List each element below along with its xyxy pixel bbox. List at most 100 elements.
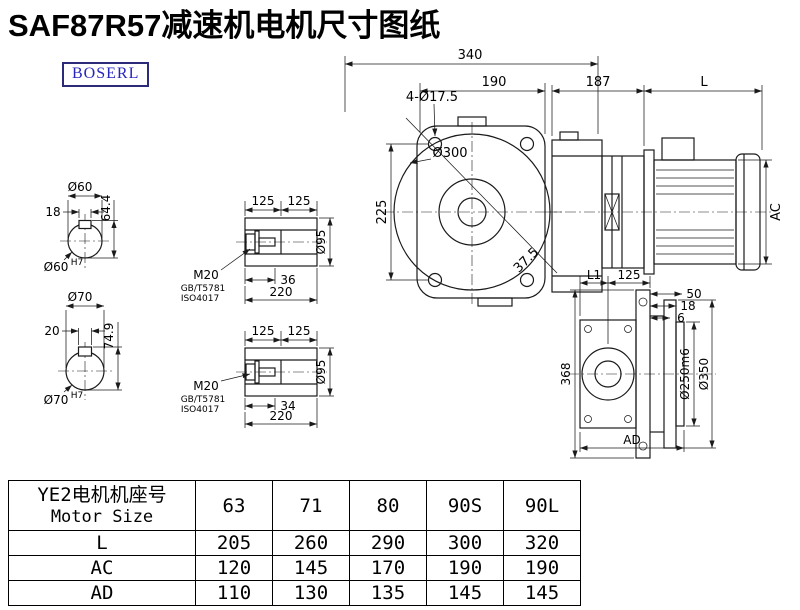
dim-output-6: 6 <box>650 311 685 325</box>
bearing-boss-circle <box>581 347 635 401</box>
std-gb-top: GB/T5781 <box>181 284 226 294</box>
keyway-60 <box>78 219 92 230</box>
dim-text-340: 340 <box>458 48 483 63</box>
dim-text-225: 225 <box>375 200 390 225</box>
std-gb-bottom: GB/T5781 <box>181 395 226 405</box>
header-size-63: 63 <box>195 480 273 531</box>
hollow-shaft-bottom: 125 125 M20 GB/T5781 ISO4017 34 220 <box>181 324 334 428</box>
cell-l-90l: 320 <box>503 530 581 556</box>
motor-size-table: YE2电机机座号 Motor Size 63 71 80 90S 90L L 2… <box>8 480 581 606</box>
shaft-hole-circle <box>457 197 487 227</box>
dim-text-m20-top: M20 <box>193 268 219 282</box>
spigot <box>675 321 685 427</box>
callout-bolt-holes: 4-Ø17.5 <box>406 90 458 137</box>
dim-text-m20-bottom: M20 <box>193 379 219 393</box>
dim-text-125: 125 <box>618 268 641 282</box>
std-iso-bottom: ISO4017 <box>181 405 219 415</box>
dim-ht-length: 220 <box>244 268 318 304</box>
bolt-shank <box>258 237 276 247</box>
dim-text-37-5: 37.5 <box>511 245 542 276</box>
cell-ac-63: 120 <box>195 555 273 581</box>
dim-text-d70h7-tol: H7 <box>71 391 84 401</box>
dim-shaft60-dia: Ø60 <box>67 180 103 238</box>
dim-text-74-9: 74.9 <box>102 323 116 350</box>
dim-front-overall-width: 340 <box>344 48 599 134</box>
technical-drawing: 340 190 4-Ø17.5 Ø300 225 37.5 <box>44 48 784 459</box>
header-size-80: 80 <box>349 480 427 531</box>
bolt-hole <box>427 136 443 152</box>
cell-ad-90s: 145 <box>426 580 504 606</box>
row-label-ad: AD <box>8 580 196 606</box>
hub-circle <box>438 178 506 246</box>
dim-side-motor-dia: AC <box>738 159 784 265</box>
dim-text-L1: L1 <box>587 268 601 282</box>
shaft-end-circle <box>594 360 622 388</box>
dim-side-gear-length: 187 <box>551 75 645 146</box>
dim-text-AD: AD <box>623 433 640 447</box>
terminal-box <box>661 137 695 161</box>
dim-text-220b: 220 <box>270 409 293 423</box>
dim-hb-length: 220 <box>244 398 318 428</box>
dim-shaft70-key-height: 74.9 <box>86 322 122 391</box>
callout-hb-thread: M20 GB/T5781 ISO4017 <box>181 373 251 415</box>
dim-ht-outer-dia: Ø95 <box>314 217 334 267</box>
cell-ac-71: 145 <box>272 555 350 581</box>
dim-text-18: 18 <box>680 299 695 313</box>
dim-side-motor-length: L <box>644 75 763 150</box>
cell-ad-63: 110 <box>195 580 273 606</box>
hollow-shaft-body-2 <box>244 347 318 397</box>
dim-text-d95b: Ø95 <box>314 360 328 385</box>
dim-text-18kw: 18 <box>45 205 60 219</box>
callout-shaft70-bore: Ø70 H7 <box>44 384 84 407</box>
cell-l-63: 205 <box>195 530 273 556</box>
dim-text-d300: Ø300 <box>432 146 467 161</box>
cell-ad-71: 130 <box>272 580 350 606</box>
dim-ht-segments: 125 125 <box>244 194 318 216</box>
dim-output-height: 368 <box>559 289 634 459</box>
bottom-lug <box>477 297 513 307</box>
dim-shaft70-dia: Ø70 <box>65 290 105 368</box>
fan-cover <box>735 153 761 271</box>
dim-text-20kw: 20 <box>44 324 59 338</box>
dim-text-64-4: 64.4 <box>99 195 113 222</box>
table-row-l: L 205 260 290 300 320 <box>8 530 581 556</box>
bolt-shank-2 <box>258 367 276 377</box>
dim-text-d60: Ø60 <box>68 180 93 194</box>
cell-l-71: 260 <box>272 530 350 556</box>
bolt-hole <box>519 136 535 152</box>
dim-text-36: 36 <box>280 273 295 287</box>
output-flange-view: 368 L1 125 50 18 6 Ø250m6 <box>559 268 716 459</box>
cell-ac-80: 170 <box>349 555 427 581</box>
dim-text-125b: 125 <box>288 194 311 208</box>
motor-size-label-cn: YE2电机机座号 <box>37 483 167 506</box>
table-header-row: YE2电机机座号 Motor Size 63 71 80 90S 90L <box>8 480 581 531</box>
shaft-section-70: Ø70 20 74.9 Ø70 H7 <box>44 290 122 407</box>
dim-front-center-height: 225 <box>375 143 428 281</box>
cell-l-90s: 300 <box>426 530 504 556</box>
table-row-ad: AD 110 130 135 145 145 <box>8 580 581 606</box>
row-label-l: L <box>8 530 196 556</box>
dim-shaft70-key-width: 20 <box>44 324 105 345</box>
dim-output-l1: L1 <box>579 268 609 344</box>
dim-text-368: 368 <box>559 363 573 386</box>
header-size-90l: 90L <box>503 480 581 531</box>
dim-text-d60h7: Ø60 <box>44 260 69 274</box>
cell-ad-90l: 145 <box>503 580 581 606</box>
dim-text-6: 6 <box>677 311 685 325</box>
hollow-shaft-top: 125 125 M20 GB/T5781 ISO4017 36 220 <box>181 194 334 304</box>
std-iso-top: ISO4017 <box>181 294 219 304</box>
dim-hb-segments: 125 125 <box>244 324 318 346</box>
dim-text-d70: Ø70 <box>68 290 93 304</box>
brand-logo: BOSERL <box>62 62 150 87</box>
dim-output-width: AD <box>579 430 685 452</box>
page-title: SAF87R57减速机电机尺寸图纸 <box>8 8 441 43</box>
cell-ac-90s: 190 <box>426 555 504 581</box>
dim-output-flange-dia: Ø350 <box>678 299 716 449</box>
dim-shaft60-key-width: 18 <box>45 205 104 219</box>
dim-shaft60-key-height: 64.4 <box>86 195 118 259</box>
motor-size-label-en: Motor Size <box>50 506 154 527</box>
table-row-ac: AC 120 145 170 190 190 <box>8 555 581 581</box>
callout-flange-dia: Ø300 <box>409 146 468 165</box>
dim-ht-depth: 36 <box>244 268 296 287</box>
